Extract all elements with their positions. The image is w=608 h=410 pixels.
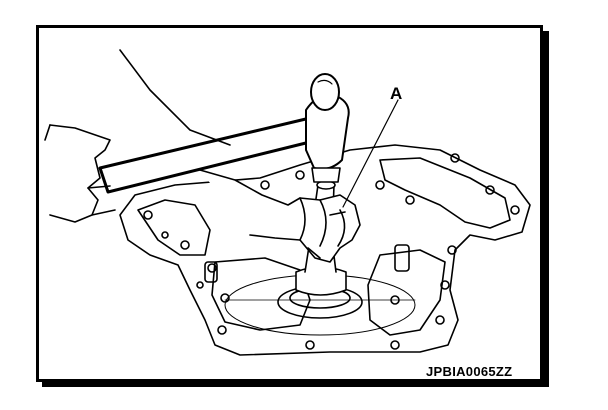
hand-icon (199, 169, 361, 263)
frame-shadow-bottom (42, 382, 549, 387)
hammer-icon (98, 73, 350, 194)
callout-leader-line (342, 99, 399, 208)
figure-code: JPBIA0065ZZ (426, 364, 513, 379)
frame-shadow-right (543, 31, 549, 386)
callout-label-a: A (390, 84, 403, 103)
hand-icon (44, 49, 231, 223)
